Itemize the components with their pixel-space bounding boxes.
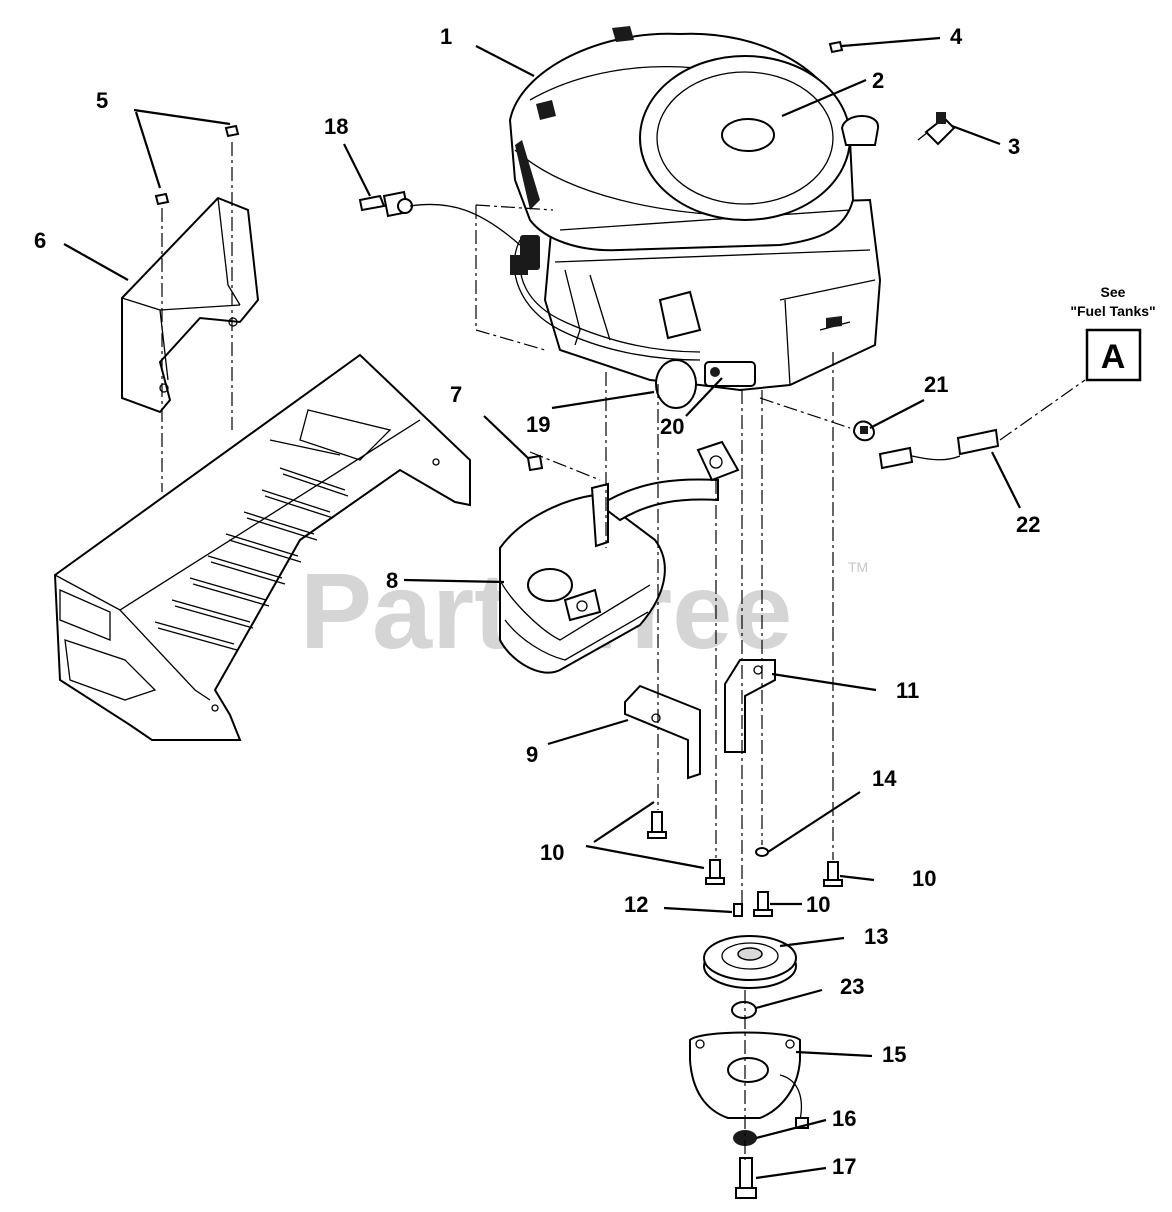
engine-part-1[interactable] (508, 26, 882, 392)
bolt-part-10-b[interactable] (705, 859, 725, 885)
fuel-filter-part-22[interactable] (878, 428, 1000, 470)
callout-11: 11 (896, 678, 919, 703)
assembly-lines (161, 142, 1086, 1160)
reference-target-text: "Fuel Tanks" (1070, 303, 1155, 319)
callout-6: 6 (34, 228, 46, 253)
callout-7: 7 (450, 382, 462, 407)
bracket-part-9[interactable] (624, 684, 701, 780)
washer-part-16[interactable] (733, 1130, 757, 1146)
reference-box (1085, 328, 1142, 382)
key-part-12[interactable] (733, 903, 743, 917)
callout-10-c: 10 (806, 892, 830, 917)
bolt-part-10-d[interactable] (823, 861, 843, 887)
bolt-part-10-a[interactable] (647, 811, 667, 839)
callout-23: 23 (840, 974, 864, 999)
callout-10-a: 10 (540, 840, 564, 865)
callout-8: 8 (386, 568, 398, 593)
screw-part-5[interactable] (154, 124, 240, 206)
callout-20: 20 (660, 414, 684, 439)
callout-12: 12 (624, 892, 648, 917)
spark-plug-part-18[interactable] (358, 190, 521, 246)
frame-panel[interactable] (53, 353, 471, 741)
callout-5: 5 (96, 88, 108, 113)
reference-letter: A (1101, 338, 1126, 376)
callout-10-b: 10 (912, 866, 936, 891)
washer-part-14[interactable] (755, 847, 769, 857)
watermark-trademark: TM (848, 559, 868, 575)
callout-9: 9 (526, 742, 538, 767)
callout-4: 4 (950, 24, 963, 49)
bolt-part-7[interactable] (526, 454, 544, 472)
reference-see-text: See (1101, 284, 1126, 300)
spacer-part-23[interactable] (731, 1001, 757, 1019)
pulley-part-13[interactable] (703, 935, 797, 989)
bolt-part-10-c[interactable] (753, 891, 773, 917)
gasket-part-19[interactable] (655, 359, 697, 409)
heat-shield-part-6[interactable] (121, 196, 260, 414)
muffler-part-8[interactable] (499, 440, 740, 674)
callout-numbers: 1 2 3 4 5 6 7 8 9 10 10 10 11 12 13 14 1… (34, 24, 1040, 1179)
clamp-part-21[interactable] (852, 420, 876, 442)
callout-19: 19 (526, 412, 550, 437)
leader-lines (63, 36, 1021, 1180)
callout-13: 13 (864, 924, 888, 949)
fitting-part-3[interactable] (917, 112, 956, 146)
callout-18: 18 (324, 114, 348, 139)
clutch-plate-part-15[interactable] (689, 1031, 809, 1129)
callout-1: 1 (440, 24, 452, 49)
bolt-part-4[interactable] (828, 40, 844, 54)
callout-16: 16 (832, 1106, 856, 1131)
fuel-tanks-reference[interactable]: See "Fuel Tanks" A (1070, 284, 1156, 382)
callout-2: 2 (872, 68, 884, 93)
callout-14: 14 (872, 766, 897, 791)
bolt-part-17[interactable] (735, 1157, 757, 1199)
callout-17: 17 (832, 1154, 856, 1179)
callout-21: 21 (924, 372, 948, 397)
callout-3: 3 (1008, 134, 1020, 159)
callout-15: 15 (882, 1042, 906, 1067)
bracket-part-11[interactable] (724, 659, 776, 753)
callout-22: 22 (1016, 512, 1040, 537)
